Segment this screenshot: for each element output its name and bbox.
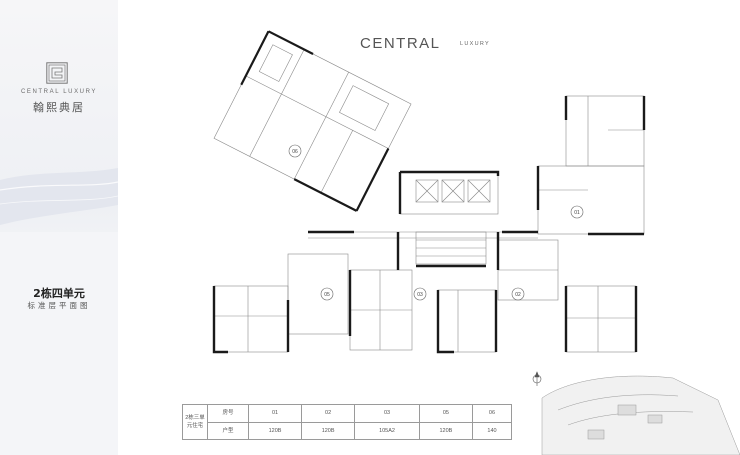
table-cell-type: 120B	[418, 421, 473, 440]
north-arrow-icon	[532, 371, 542, 386]
table-cell-room: 02	[301, 404, 356, 423]
table-label-type: 户型	[207, 421, 249, 440]
table-cell-type: 120B	[301, 421, 356, 440]
unit-marker-02	[511, 287, 525, 301]
unit-label-06: 06	[292, 149, 298, 155]
unit-label-01: 01	[574, 210, 580, 216]
brand-name-english: CENTRAL LUXURY	[20, 89, 98, 95]
floor-plan-drawing: 06 01 05 03 02	[212, 30, 740, 455]
table-cell-type: 120B	[247, 421, 303, 440]
unit-marker-06	[288, 144, 302, 158]
site-map-thumbnail	[541, 375, 740, 455]
plan-title-sub: LUXURY	[460, 41, 491, 47]
table-cell-room: 01	[247, 404, 303, 423]
table-cell-type: 140	[471, 421, 513, 440]
table-row: 户型 120B 120B 105A2 120B 140	[183, 421, 513, 440]
unit-marker-05	[320, 287, 334, 301]
table-row-header: 2栋三单元住宅	[182, 404, 208, 440]
unit-label-05: 05	[324, 292, 330, 298]
table-label-room: 房号	[207, 404, 249, 423]
table-cell-type: 105A2	[354, 421, 420, 440]
wave-decoration	[0, 168, 118, 455]
table-cell-room: 03	[354, 404, 420, 423]
unit-marker-01	[570, 205, 584, 219]
building-subtitle: 标准层平面图	[27, 301, 91, 310]
unit-label-03: 03	[417, 292, 423, 298]
building-title: 2栋四单元	[33, 287, 85, 300]
table-row: 2栋三单元住宅 房号 01 02 03 05 06	[182, 404, 513, 440]
brand-name-chinese: 翰熙典居	[33, 101, 85, 114]
unit-type-table: 2栋三单元住宅 房号 01 02 03 05 06 户型 120B 120B 1…	[182, 404, 513, 440]
table-cell-room: 05	[418, 404, 473, 423]
square-seal-logo-icon	[46, 62, 68, 84]
unit-label-02: 02	[515, 292, 521, 298]
plan-title-main: CENTRAL	[360, 35, 441, 52]
table-cell-room: 06	[471, 404, 513, 423]
sidebar: CENTRAL LUXURY 翰熙典居 2栋四单元 标准层平面图	[0, 0, 118, 455]
unit-marker-03	[413, 287, 427, 301]
